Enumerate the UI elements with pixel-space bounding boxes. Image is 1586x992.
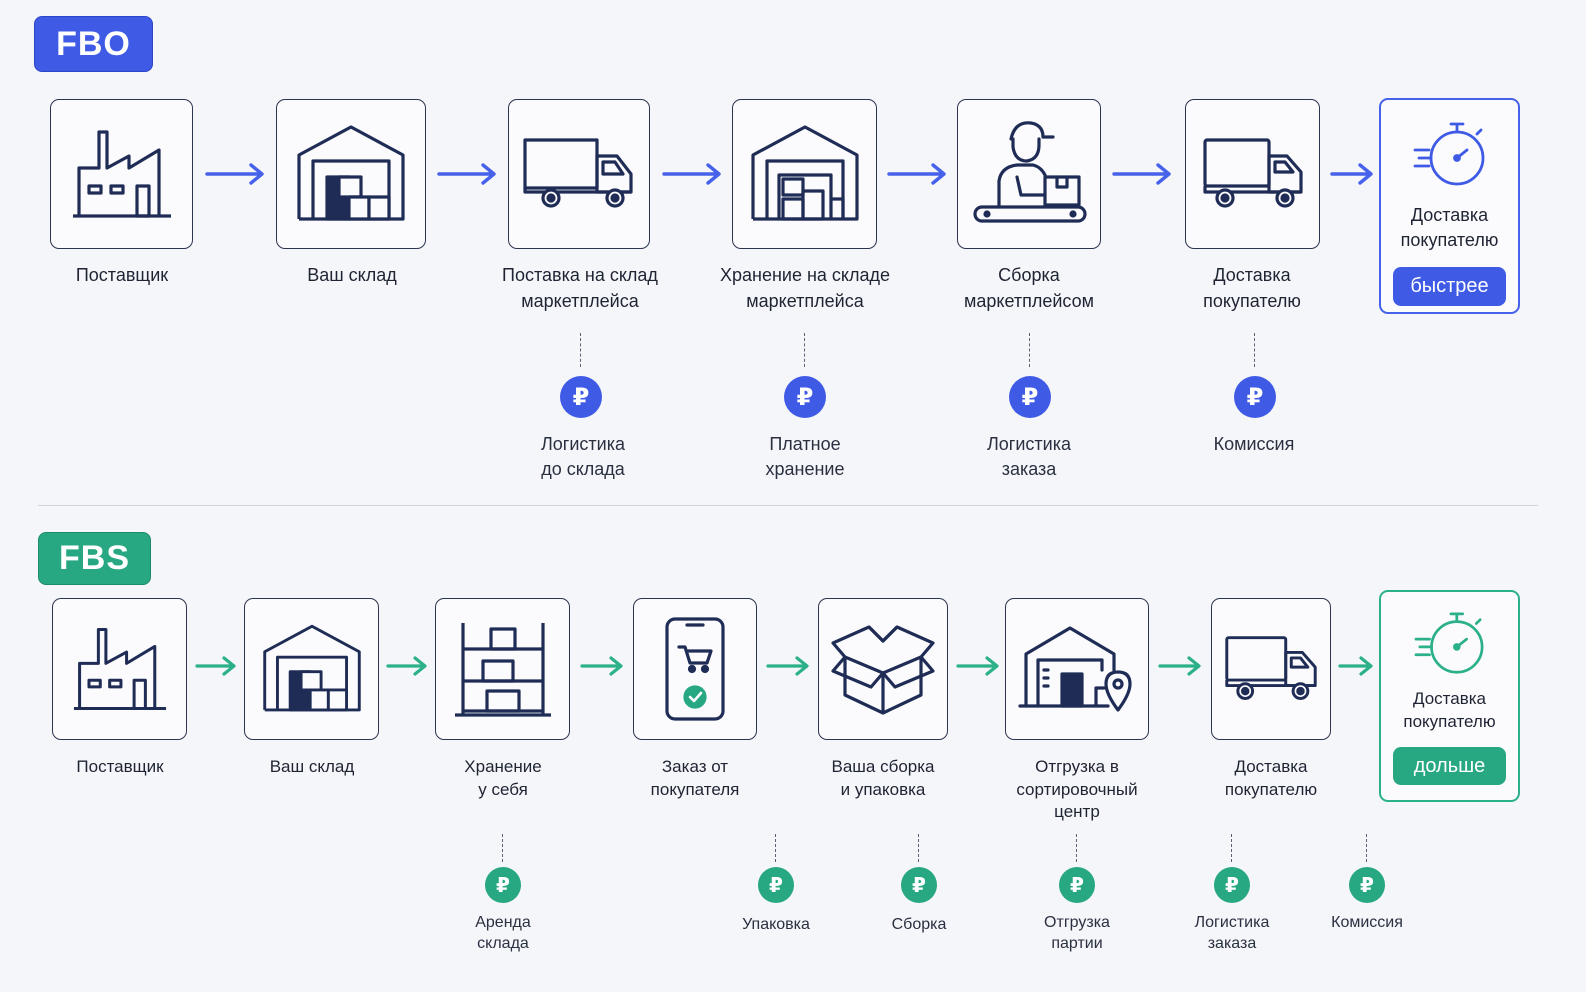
fbo-step-label-2: Ваш склад [307,265,397,285]
fbs-step-packing-card [818,598,948,740]
warehouse-icon [745,119,865,229]
fbs-arrow-5 [956,656,999,676]
fbo-arrow-5 [1112,163,1171,185]
fbs-arrow-6 [1158,656,1201,676]
sorting-center-icon [1018,622,1136,716]
fbs-step-supplier-card [52,598,187,740]
fbs-fee-connector-2 [775,834,776,862]
fbs-arrow-4 [766,656,809,676]
fbs-arrow-1 [195,656,236,676]
fbo-arrow-6 [1330,163,1373,185]
fbo-step-supply-card [508,99,650,249]
fbs-step-delivery-card [1211,598,1331,740]
fbs-arrow-3 [580,656,623,676]
fbs-fee-label-4: Отгрузка партии [1044,914,1110,952]
phone-cart-icon [663,615,727,723]
fbs-fee-label-1: Аренда склада [475,914,531,952]
fbs-final-card: Доставка покупателю дольше [1379,590,1520,802]
fbs-fee-label-3: Сборка [891,916,947,933]
fbo-fee-label-3: Логистика заказа [986,434,1072,479]
fbs-step-label-7: Доставка покупателю [1224,757,1318,799]
ruble-coin-icon: ₽ [758,867,794,903]
fbs-fee-label-2: Упаковка [742,916,810,933]
fbo-fee-label-1: Логистика до склада [540,434,626,479]
shelf-icon [453,619,553,719]
warehouse-icon [291,119,411,229]
ruble-coin-icon: ₽ [560,376,602,418]
fbs-step-label-2: Ваш склад [269,757,355,776]
fbo-fee-label-4: Комиссия [1213,434,1295,454]
factory-icon [67,124,177,224]
fbs-step-label-6: Отгрузка в сортировочный центр [1016,757,1138,821]
fbo-step-label-5: Сборка маркетплейсом [963,265,1095,311]
fbs-step-label-4: Заказ от покупателя [650,757,740,799]
fbs-final-title: Доставка покупателю [1403,689,1496,731]
fbs-fee-connector-3 [918,834,919,862]
fbs-fee-connector-4 [1076,834,1077,862]
fbo-final-title: Доставка покупателю [1400,205,1499,250]
ruble-coin-icon: ₽ [1234,376,1276,418]
fbo-final-card: Доставка покупателю быстрее [1379,98,1520,314]
fbs-fee-connector-5 [1231,834,1232,862]
fbs-step-order-card [633,598,757,740]
box-icon [831,621,935,717]
fbo-step-assembly-card [957,99,1101,249]
truck-icon [1201,136,1305,212]
fbs-step-label-3: Хранение у себя [464,757,542,799]
section-divider [38,505,1538,506]
fbo-badge: FBO [34,16,153,72]
warehouse-icon [257,619,367,719]
ruble-coin-icon: ₽ [1059,867,1095,903]
fbs-slower-button[interactable]: дольше [1393,747,1506,785]
ruble-coin-icon: ₽ [901,867,937,903]
worker-icon [967,117,1091,231]
fbs-step-own-warehouse-card [244,598,379,740]
fbo-faster-button[interactable]: быстрее [1393,267,1506,306]
fbo-fee-connector-4 [1254,333,1255,367]
fbs-step-label-1: Поставщик [76,757,164,776]
fbs-fee-connector-1 [502,834,503,862]
truck-icon [521,134,637,214]
fbo-fee-connector-3 [1029,333,1030,367]
factory-icon [68,622,172,716]
fbo-arrow-1 [205,163,264,185]
fbo-fee-connector-2 [804,333,805,367]
ruble-coin-icon: ₽ [1349,867,1385,903]
fbo-step-own-warehouse-card [276,99,426,249]
fbo-step-label-4: Хранение на складе маркетплейса [719,265,891,311]
fbo-step-label-6: Доставка покупателю [1203,265,1301,311]
ruble-coin-icon: ₽ [1214,867,1250,903]
fbo-fee-label-2: Платное хранение [765,434,845,479]
fbs-fee-label-6: Комиссия [1331,914,1403,931]
fbo-arrow-3 [662,163,721,185]
fbs-step-self-storage-card [435,598,570,740]
fbs-fee-connector-6 [1366,834,1367,862]
truck-icon [1223,634,1319,704]
stopwatch-icon [1413,118,1487,197]
ruble-coin-icon: ₽ [485,867,521,903]
fbo-arrow-4 [887,163,946,185]
fbo-step-delivery-card [1185,99,1320,249]
fbs-fee-label-5: Логистика заказа [1194,914,1270,952]
fbo-step-label-3: Поставка на склад маркетплейса [502,265,658,311]
fbs-step-shipment-card [1005,598,1149,740]
fbo-step-storage-card [732,99,877,249]
fbo-arrow-2 [437,163,496,185]
fbs-arrow-7 [1338,656,1373,676]
ruble-coin-icon: ₽ [1009,376,1051,418]
fbo-step-supplier-card [50,99,193,249]
ruble-coin-icon: ₽ [784,376,826,418]
fbs-step-label-5: Ваша сборка и упаковка [831,757,935,799]
stopwatch-icon [1414,608,1486,685]
fbo-step-label-1: Поставщик [75,265,169,285]
fbs-arrow-2 [386,656,427,676]
fbs-badge: FBS [38,532,151,585]
fbo-fee-connector-1 [580,333,581,367]
